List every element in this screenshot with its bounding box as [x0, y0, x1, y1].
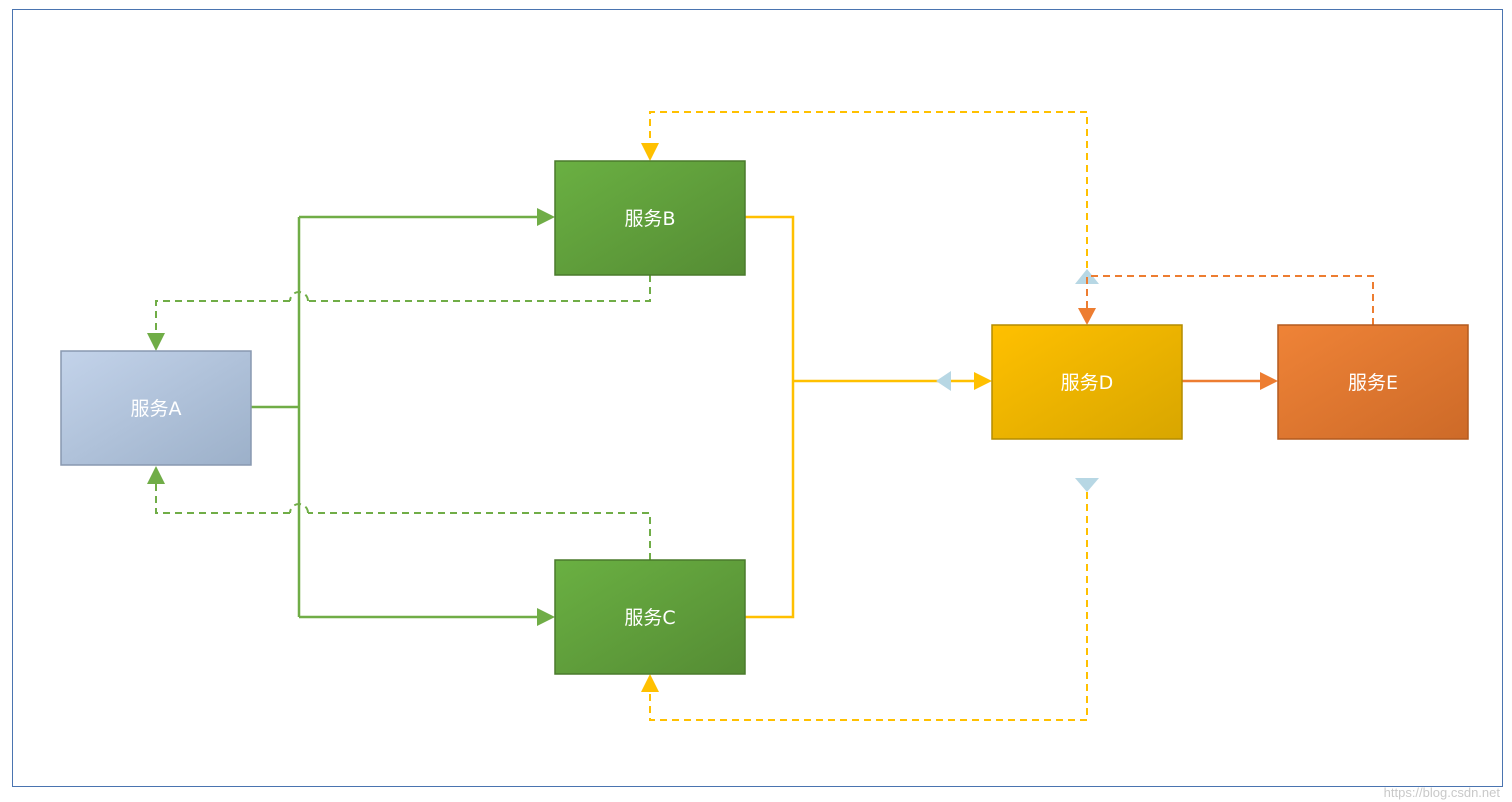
- edge-d-to-b-dashed: [649, 111, 1088, 268]
- edge-b-to-a-dashed: [155, 275, 651, 334]
- edge-b-c-to-d: [745, 215, 975, 619]
- arrow-into-a-top: [147, 333, 165, 351]
- marker-above-d: [1075, 269, 1099, 284]
- edge-e-to-d-dashed: [1086, 275, 1374, 325]
- arrow-into-e: [1260, 372, 1278, 390]
- node-service-e-label: 服务E: [1348, 372, 1398, 394]
- node-service-d-label: 服务D: [1061, 372, 1114, 394]
- arrow-into-d: [974, 372, 992, 390]
- diagram-frame: [12, 9, 1503, 787]
- arrow-into-c-bottom: [641, 674, 659, 692]
- edge-d-to-c-dashed: [649, 492, 1088, 721]
- node-service-d[interactable]: 服务D: [991, 324, 1183, 440]
- node-service-a-label: 服务A: [131, 398, 182, 420]
- arrow-into-b: [537, 208, 555, 226]
- arrow-into-c: [537, 608, 555, 626]
- node-service-b[interactable]: 服务B: [554, 160, 746, 276]
- node-service-e[interactable]: 服务E: [1277, 324, 1469, 440]
- watermark: https://blog.csdn.net: [1383, 785, 1500, 800]
- node-service-b-label: 服务B: [624, 208, 675, 230]
- arrow-into-d-top: [1078, 308, 1096, 325]
- marker-below-d: [1075, 478, 1099, 492]
- arrow-into-a-bottom: [147, 466, 165, 484]
- edge-c-to-a-dashed: [155, 483, 651, 560]
- node-service-c-label: 服务C: [624, 607, 675, 629]
- marker-left-of-d: [936, 371, 951, 391]
- edge-a-to-b-and-c: [251, 215, 538, 619]
- arrow-into-b-top: [641, 143, 659, 161]
- node-service-a[interactable]: 服务A: [60, 350, 252, 466]
- node-service-c[interactable]: 服务C: [554, 559, 746, 675]
